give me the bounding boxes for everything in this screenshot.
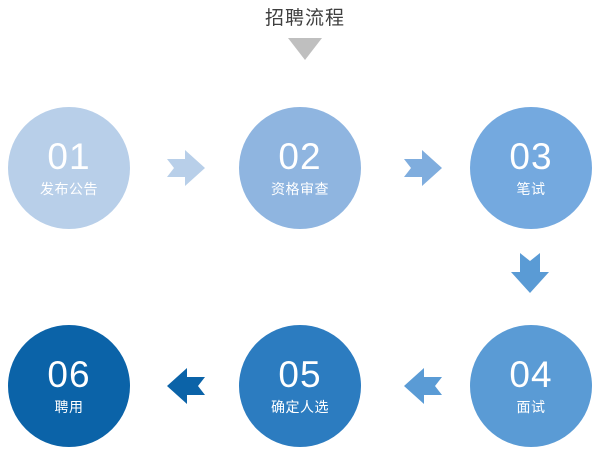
diagram-title-block: 招聘流程	[0, 6, 610, 65]
step-node-04[interactable]: 04 面试	[470, 325, 592, 447]
step-number: 06	[47, 354, 91, 395]
arrow-right-icon-02-03	[404, 150, 442, 186]
step-number: 05	[278, 354, 322, 395]
step-number: 02	[278, 136, 322, 177]
step-label: 确定人选	[271, 399, 329, 415]
step-label: 面试	[516, 399, 546, 415]
step-node-03[interactable]: 03 笔试	[470, 107, 592, 229]
arrow-left-icon-05-06	[167, 368, 205, 404]
step-label: 资格审查	[271, 181, 329, 197]
step-number: 04	[509, 354, 553, 395]
step-node-02[interactable]: 02 资格审查	[239, 107, 361, 229]
step-label: 笔试	[516, 181, 546, 197]
chevron-down-icon	[288, 38, 322, 60]
step-number: 03	[509, 136, 553, 177]
step-node-05[interactable]: 05 确定人选	[239, 325, 361, 447]
arrow-left-icon-04-05	[404, 368, 442, 404]
step-label: 发布公告	[40, 181, 98, 197]
step-node-06[interactable]: 06 聘用	[8, 325, 130, 447]
page-title: 招聘流程	[264, 8, 345, 29]
step-node-01[interactable]: 01 发布公告	[8, 107, 130, 229]
arrow-right-icon-01-02	[167, 150, 205, 186]
step-number: 01	[47, 136, 91, 177]
arrow-down-icon-03-04	[511, 253, 549, 293]
step-label: 聘用	[54, 399, 84, 415]
